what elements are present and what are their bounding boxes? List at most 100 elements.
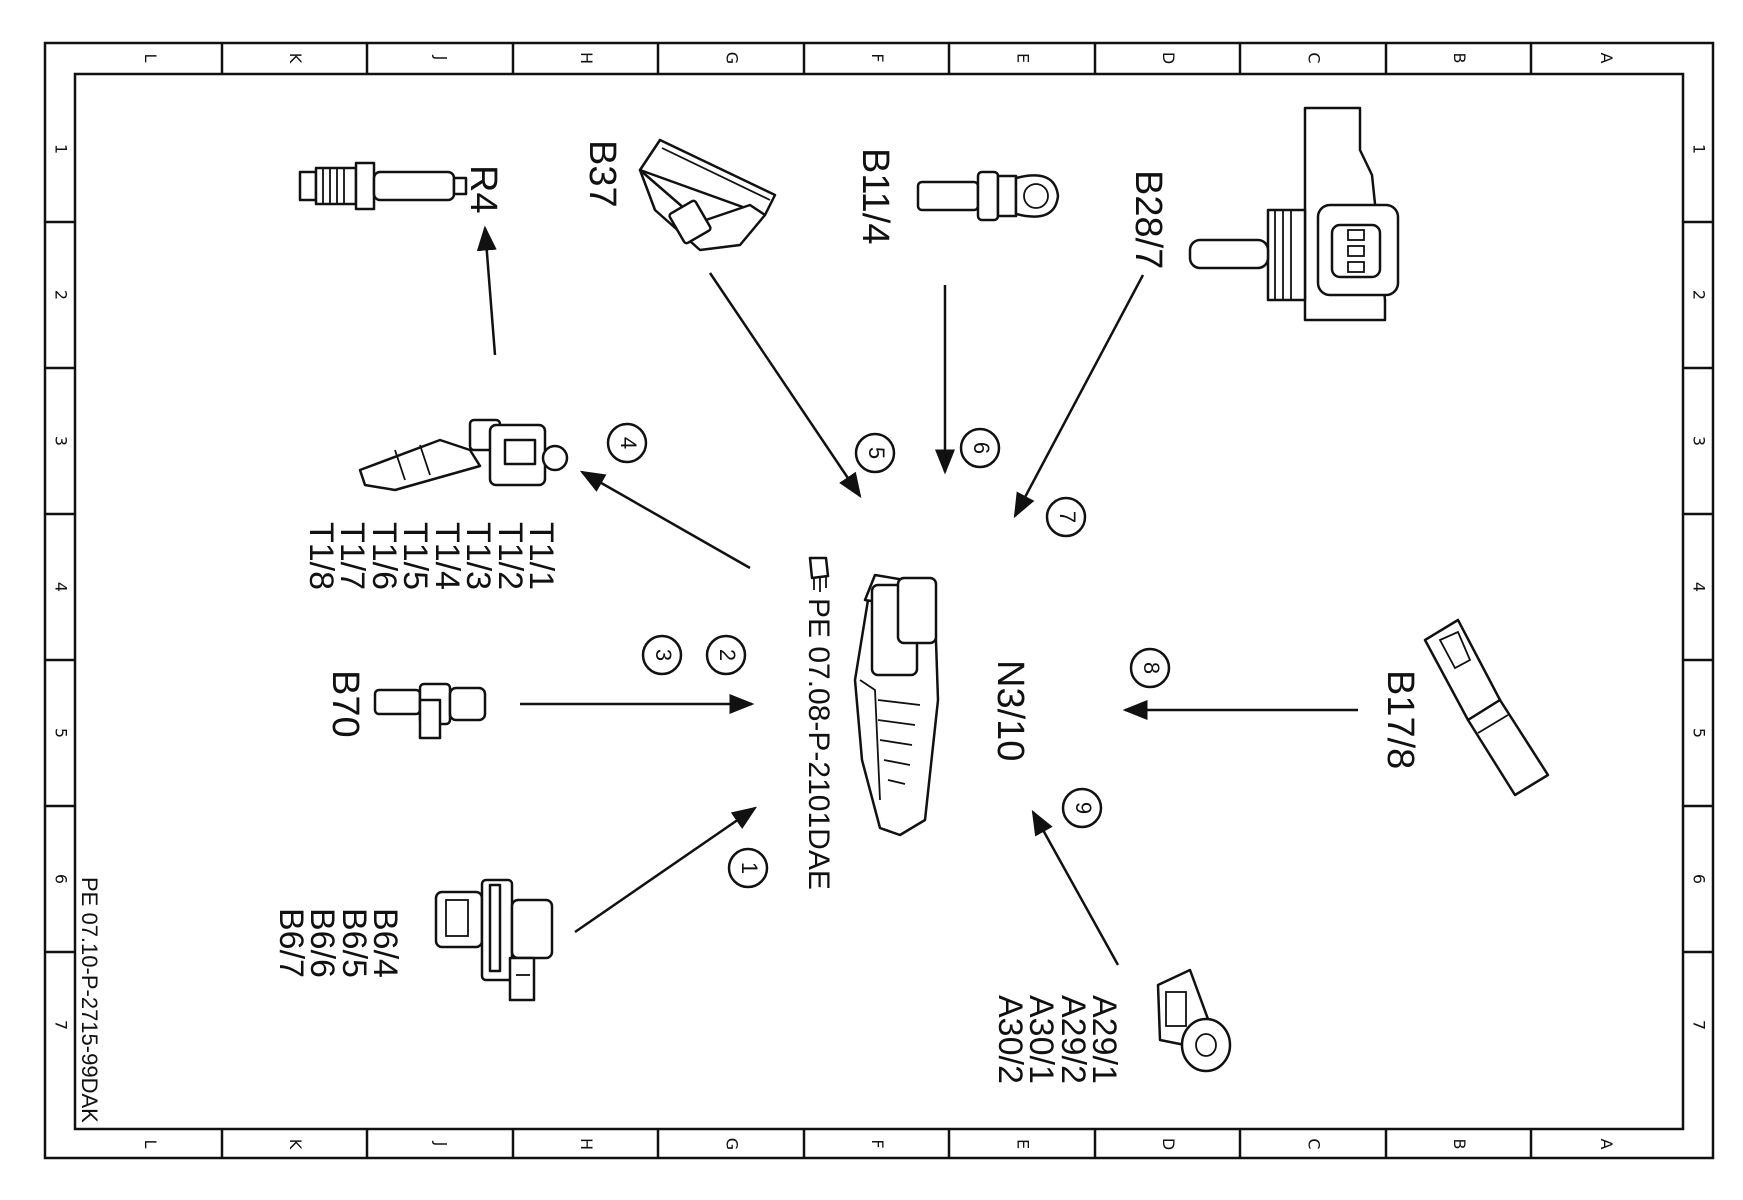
label-b6-6: B6/6 bbox=[303, 908, 341, 978]
grid-col-top-e: E bbox=[1014, 53, 1033, 63]
label-b6-5: B6/5 bbox=[335, 908, 373, 978]
label-a29-1: A29/1 bbox=[1085, 995, 1123, 1084]
callout-number-2: 2 bbox=[715, 649, 740, 661]
grid-row-right-2: 2 bbox=[1690, 290, 1709, 300]
grid-col-top-h: H bbox=[577, 52, 596, 64]
callout-number-5: 5 bbox=[864, 447, 889, 459]
grid-row-right-4: 4 bbox=[1690, 582, 1709, 592]
label-group-a29: A29/1 A29/2 A30/1 A30/2 bbox=[991, 995, 1123, 1084]
grid-row-right-5: 5 bbox=[1690, 728, 1709, 738]
callout-number-9: 9 bbox=[1071, 802, 1096, 814]
grid-col-top-c: C bbox=[1305, 52, 1324, 63]
label-t1-8: T1/8 bbox=[302, 522, 340, 590]
b17-8-intake-air-temp-sensor bbox=[1423, 618, 1550, 797]
label-b11-4: B11/4 bbox=[854, 148, 896, 244]
callout-circle-7 bbox=[1045, 496, 1087, 538]
grid-row-left-2: 2 bbox=[52, 290, 71, 300]
label-group-t1: T1/1 T1/2 T1/3 T1/4 T1/5 T1/6 T1/7 T1/8 bbox=[302, 522, 560, 590]
label-t1-2: T1/2 bbox=[491, 522, 529, 590]
label-t1-5: T1/5 bbox=[396, 522, 434, 590]
callout-circle-4 bbox=[606, 422, 648, 464]
label-a29-2: A29/2 bbox=[1054, 995, 1092, 1084]
label-b6-7: B6/7 bbox=[272, 908, 310, 978]
grid-row-right-1: 1 bbox=[1690, 144, 1709, 154]
b6-camshaft-sensor bbox=[434, 878, 554, 1002]
label-a30-1: A30/1 bbox=[1022, 995, 1060, 1084]
grid-col-bottom-a: A bbox=[1597, 1139, 1616, 1150]
arrow-to-r4 bbox=[476, 225, 497, 356]
grid-row-left-1: 1 bbox=[52, 144, 71, 154]
grid-col-top-d: D bbox=[1159, 52, 1178, 64]
grid-col-bottom-k: K bbox=[286, 1139, 305, 1150]
reference-document: PE 07.08-P-2101DAE bbox=[802, 598, 835, 890]
a29-knock-sensor bbox=[1156, 968, 1232, 1073]
t1-ignition-coil bbox=[358, 418, 569, 492]
inner-border bbox=[73, 72, 1685, 1131]
b28-7-pressure-sensor bbox=[1188, 106, 1400, 322]
ecu-n3-10 bbox=[853, 573, 940, 837]
label-n3-10: N3/10 bbox=[989, 660, 1031, 761]
callout-circle-2 bbox=[705, 634, 747, 676]
callout-circle-5 bbox=[854, 432, 896, 474]
label-a30-2: A30/2 bbox=[991, 995, 1029, 1084]
grid-col-bottom-l: L bbox=[141, 1140, 160, 1149]
label-b37: B37 bbox=[581, 140, 623, 208]
callout-circles: 1 2 3 4 5 6 7 8 9 bbox=[606, 422, 1171, 889]
callout-number-8: 8 bbox=[1139, 662, 1164, 674]
callout-number-7: 7 bbox=[1055, 511, 1080, 523]
grid-row-left-7: 7 bbox=[52, 1020, 71, 1030]
grid-col-bottom-g: G bbox=[723, 1138, 742, 1150]
label-b17-8: B17/8 bbox=[1379, 670, 1421, 769]
b37-pedal-value-sensor bbox=[638, 138, 777, 252]
callout-number-4: 4 bbox=[616, 437, 641, 449]
arrow-from-b28-7 bbox=[1013, 274, 1145, 519]
callout-circle-6 bbox=[959, 427, 1001, 469]
arrow-from-b37 bbox=[708, 272, 862, 499]
grid-col-bottom-f: F bbox=[868, 1139, 887, 1148]
callout-circle-8 bbox=[1129, 647, 1171, 689]
label-b70: B70 bbox=[324, 670, 366, 738]
grid-row-right-3: 3 bbox=[1690, 436, 1709, 446]
grid-col-bottom-d: D bbox=[1159, 1138, 1178, 1150]
grid-row-left-5: 5 bbox=[52, 728, 71, 738]
callout-number-6: 6 bbox=[969, 442, 994, 454]
grid-col-top-a: A bbox=[1597, 53, 1616, 64]
grid-col-top-l: L bbox=[141, 54, 160, 63]
grid-col-bottom-b: B bbox=[1450, 1139, 1469, 1150]
callout-circle-1 bbox=[727, 847, 769, 889]
grid-row-left-4: 4 bbox=[52, 582, 71, 592]
label-t1-1: T1/1 bbox=[522, 522, 560, 590]
grid-col-bottom-h: H bbox=[577, 1138, 596, 1150]
callout-circle-9 bbox=[1061, 787, 1103, 829]
label-b6-4: B6/4 bbox=[366, 908, 404, 978]
arrow-from-a29 bbox=[1031, 809, 1120, 966]
arrows bbox=[476, 225, 1358, 966]
grid-col-top-g: G bbox=[723, 52, 742, 64]
drawing-number: PE 07.10-P-2715-99DAK bbox=[77, 877, 102, 1123]
grid-row-right-6: 6 bbox=[1690, 874, 1709, 884]
callout-number-3: 3 bbox=[651, 649, 676, 661]
callout-number-1: 1 bbox=[737, 862, 762, 874]
grid-col-bottom-j: J bbox=[432, 1141, 451, 1147]
label-b28-7: B28/7 bbox=[1127, 170, 1169, 269]
grid-col-top-j: J bbox=[432, 55, 451, 61]
label-t1-3: T1/3 bbox=[459, 522, 497, 590]
b70-crankshaft-sensor bbox=[373, 682, 487, 740]
grid-row-left-6: 6 bbox=[52, 874, 71, 884]
label-t1-4: T1/4 bbox=[428, 522, 466, 590]
grid-col-bottom-e: E bbox=[1014, 1139, 1033, 1149]
r4-spark-plug bbox=[298, 161, 468, 211]
grid-row-left-3: 3 bbox=[52, 436, 71, 446]
label-t1-7: T1/7 bbox=[333, 522, 371, 590]
grid-col-top-b: B bbox=[1450, 53, 1469, 64]
grid-col-bottom-c: C bbox=[1305, 1138, 1324, 1149]
callout-circle-3 bbox=[641, 634, 683, 676]
arrow-to-t1 bbox=[579, 470, 751, 570]
reference-pointer-icon bbox=[808, 556, 830, 592]
label-r4: R4 bbox=[462, 165, 504, 214]
grid-row-right-7: 7 bbox=[1690, 1020, 1709, 1030]
outer-border bbox=[43, 41, 1715, 1160]
